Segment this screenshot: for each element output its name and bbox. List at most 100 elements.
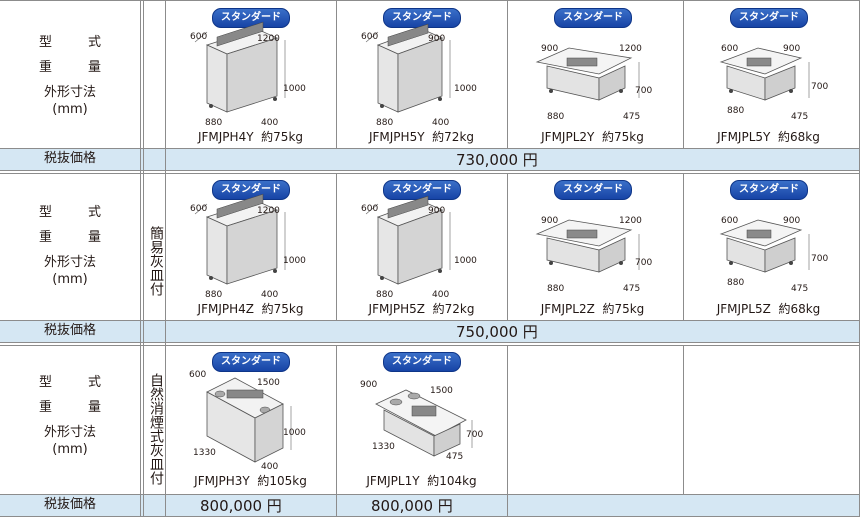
dimension-w2: 400 bbox=[432, 118, 450, 128]
model-number: JFMJPH4Y bbox=[197, 130, 254, 144]
grid-line bbox=[336, 0, 337, 148]
dimension-h: 700 bbox=[635, 258, 653, 268]
price-label-2: 税抜価格 bbox=[43, 323, 96, 338]
standard-badge: スタンダード bbox=[730, 180, 808, 200]
dimension-w2: 400 bbox=[261, 290, 279, 300]
label-weight-1: 重 bbox=[39, 230, 53, 245]
grid-line bbox=[0, 342, 860, 343]
dimension-w1: 880 bbox=[376, 290, 394, 300]
dimension-w1: 880 bbox=[205, 118, 223, 128]
dimension-d1: 600 bbox=[361, 204, 379, 214]
model-number: JFMJPL1Y bbox=[366, 474, 420, 488]
label-dims: 外形寸法 bbox=[43, 425, 96, 440]
model-spec: JFMJPL2Y 約75kg bbox=[507, 128, 678, 145]
standard-badge: スタンダード bbox=[554, 180, 632, 200]
model-spec: JFMJPH4Y 約75kg bbox=[165, 128, 336, 145]
model-weight: 約68kg bbox=[778, 302, 821, 316]
model-weight: 約104kg bbox=[427, 474, 477, 488]
dimension-w1: 880 bbox=[547, 112, 565, 122]
label-mm: (mm) bbox=[52, 102, 88, 117]
product-illustration bbox=[719, 47, 810, 101]
model-spec: JFMJPL5Z 約68kg bbox=[683, 300, 854, 317]
grid-line bbox=[336, 173, 337, 320]
dimension-h: 700 bbox=[466, 430, 484, 440]
model-spec: JFMJPL5Y 約68kg bbox=[683, 128, 854, 145]
standard-badge: スタンダード bbox=[554, 8, 632, 28]
grid-line bbox=[0, 170, 860, 171]
model-spec: JFMJPH5Z 約72kg bbox=[336, 300, 507, 317]
dimension-h: 1000 bbox=[454, 84, 477, 94]
dimension-d1: 600 bbox=[190, 32, 208, 42]
product-illustration bbox=[206, 377, 292, 463]
dimension-h: 1000 bbox=[454, 256, 477, 266]
label-type-1: 型 bbox=[39, 375, 53, 390]
grid-line bbox=[143, 0, 144, 517]
dimension-w2: 475 bbox=[623, 284, 641, 294]
product-illustration bbox=[194, 21, 286, 113]
dimension-h: 700 bbox=[811, 254, 829, 264]
spec-labels-2: 型式 重量 外形寸法 (mm) bbox=[0, 200, 140, 288]
grid-line bbox=[0, 148, 860, 149]
dimension-d2: 1200 bbox=[619, 44, 642, 54]
side-label-simple-ashtray: 簡易灰皿付 bbox=[148, 226, 164, 296]
dimension-h: 1000 bbox=[283, 256, 306, 266]
grid-line bbox=[507, 173, 508, 320]
dimension-d1: 900 bbox=[541, 216, 559, 226]
grid-line bbox=[0, 494, 860, 495]
product-illustration bbox=[375, 389, 473, 457]
dimension-d1: 600 bbox=[721, 44, 739, 54]
label-dims: 外形寸法 bbox=[43, 255, 96, 270]
label-mm: (mm) bbox=[52, 442, 88, 457]
product-illustration bbox=[535, 219, 640, 273]
dimension-w1: 1330 bbox=[372, 442, 395, 452]
grid-line bbox=[0, 345, 860, 346]
grid-line bbox=[140, 0, 141, 517]
dimension-d2: 1200 bbox=[257, 34, 280, 44]
label-type-1: 型 bbox=[39, 35, 53, 50]
product-illustration bbox=[535, 47, 640, 101]
model-weight: 約105kg bbox=[257, 474, 307, 488]
dimension-w1: 880 bbox=[727, 278, 745, 288]
dimension-d2: 1200 bbox=[619, 216, 642, 226]
label-dims: 外形寸法 bbox=[43, 85, 96, 100]
price-band-2 bbox=[0, 320, 860, 342]
dimension-d2: 900 bbox=[783, 44, 801, 54]
model-weight: 約75kg bbox=[602, 302, 645, 316]
grid-line bbox=[507, 0, 508, 148]
label-type-2: 式 bbox=[87, 375, 101, 390]
label-type-2: 式 bbox=[87, 35, 101, 50]
dimension-w1: 880 bbox=[547, 284, 565, 294]
dimension-w1: 1330 bbox=[193, 448, 216, 458]
grid-line bbox=[165, 0, 166, 517]
grid-line bbox=[683, 345, 684, 494]
model-weight: 約68kg bbox=[778, 130, 820, 144]
grid-line bbox=[683, 0, 684, 148]
product-illustration bbox=[365, 23, 451, 113]
model-spec: JFMJPL1Y 約104kg bbox=[336, 472, 507, 489]
dimension-w2: 475 bbox=[791, 112, 809, 122]
model-number: JFMJPH5Y bbox=[368, 130, 425, 144]
model-weight: 約75kg bbox=[261, 302, 304, 316]
model-number: JFMJPL5Y bbox=[717, 130, 771, 144]
model-spec: JFMJPL2Z 約75kg bbox=[507, 300, 678, 317]
model-spec: JFMJPH3Y 約105kg bbox=[165, 472, 336, 489]
label-mm: (mm) bbox=[52, 272, 88, 287]
model-weight: 約72kg bbox=[432, 302, 475, 316]
dimension-w1: 880 bbox=[205, 290, 223, 300]
price-section-1: 730,000 円 bbox=[456, 151, 538, 169]
grid-line bbox=[507, 345, 508, 517]
label-type-1: 型 bbox=[39, 205, 53, 220]
label-weight-2: 量 bbox=[87, 230, 101, 245]
model-number: JFMJPH3Y bbox=[194, 474, 250, 488]
dimension-d2: 1500 bbox=[257, 378, 280, 388]
grid-line bbox=[336, 345, 337, 517]
dimension-w1: 880 bbox=[727, 106, 745, 116]
model-weight: 約75kg bbox=[261, 130, 304, 144]
